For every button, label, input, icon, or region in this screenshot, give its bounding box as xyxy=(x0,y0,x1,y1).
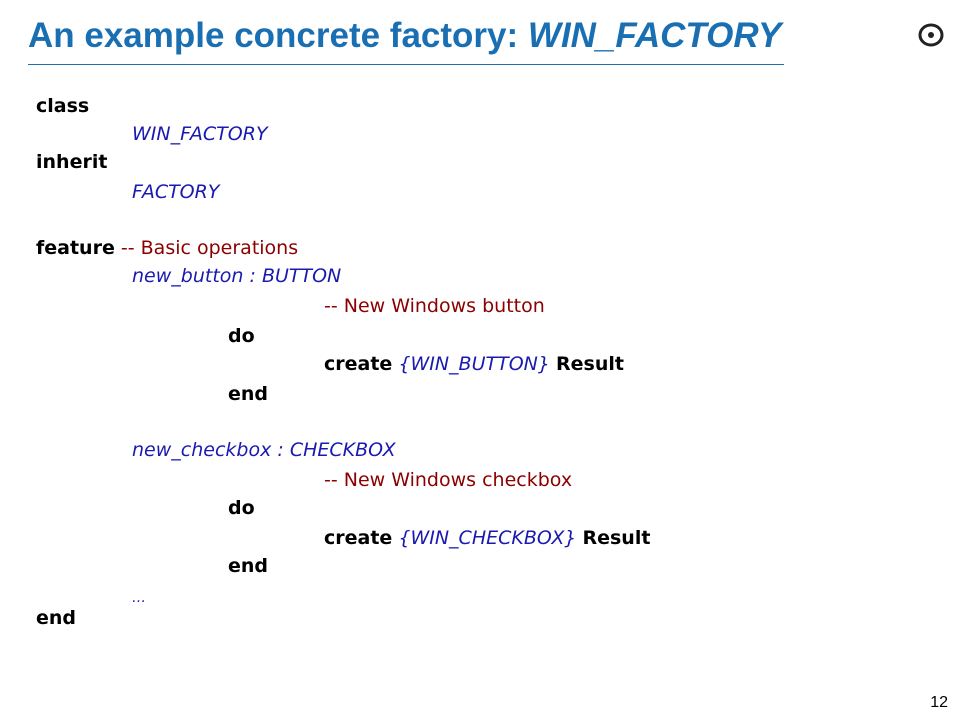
code-line-final-end: end xyxy=(36,604,76,632)
create-type-win-checkbox: WIN_CHECKBOX xyxy=(410,527,565,549)
keyword-do: do xyxy=(228,497,255,519)
code-line-class: class xyxy=(36,92,89,120)
code-line-feature: feature -- Basic operations xyxy=(36,234,298,262)
slide-title: An example concrete factory: WIN_FACTORY xyxy=(28,12,781,60)
brace-close: } xyxy=(537,353,557,375)
code-line-new-checkbox-end: end xyxy=(228,552,268,580)
code-line-parent: FACTORY xyxy=(132,178,219,206)
code-line-new-button-end: end xyxy=(228,380,268,408)
code-line-new-checkbox-comment: -- New Windows checkbox xyxy=(324,466,572,494)
keyword-feature: feature xyxy=(36,237,115,259)
type-separator: : xyxy=(271,439,290,461)
page-number: 12 xyxy=(930,694,948,711)
new-button-comment: -- New Windows button xyxy=(324,295,545,317)
keyword-inherit: inherit xyxy=(36,151,108,173)
keyword-result: Result xyxy=(582,527,651,549)
keyword-create: create xyxy=(324,353,393,375)
create-type-win-button: WIN_BUTTON xyxy=(410,353,538,375)
brace-open: { xyxy=(392,353,411,375)
keyword-do: do xyxy=(228,325,255,347)
brace-close: } xyxy=(564,527,583,549)
feature-new-checkbox-name: new_checkbox xyxy=(132,439,272,461)
keyword-create: create xyxy=(324,527,393,549)
class-name: WIN_FACTORY xyxy=(132,123,268,145)
keyword-result: Result xyxy=(556,353,624,375)
feature-comment: -- Basic operations xyxy=(120,237,299,259)
code-line-new-checkbox-signature: new_checkbox : CHECKBOX xyxy=(132,436,396,464)
code-line-new-button-signature: new_button : BUTTON xyxy=(132,262,341,290)
code-line-new-button-create: create {WIN_BUTTON} Result xyxy=(324,350,624,378)
keyword-class: class xyxy=(36,95,90,117)
eiffel-logo-icon xyxy=(918,23,944,47)
keyword-end: end xyxy=(228,383,269,405)
code-line-new-checkbox-create: create {WIN_CHECKBOX} Result xyxy=(324,524,650,552)
code-line-new-button-comment: -- New Windows button xyxy=(324,292,545,320)
feature-new-button-type: BUTTON xyxy=(261,265,342,287)
code-line-new-checkbox-do: do xyxy=(228,494,255,522)
code-line-inherit: inherit xyxy=(36,148,107,176)
title-underline xyxy=(28,64,784,65)
keyword-end: end xyxy=(228,555,269,577)
ellipsis: … xyxy=(132,590,146,606)
code-line-new-button-do: do xyxy=(228,322,255,350)
feature-new-button-name: new_button xyxy=(132,265,244,287)
brace-open: { xyxy=(392,527,411,549)
type-separator: : xyxy=(243,265,262,287)
parent-class-name: FACTORY xyxy=(132,181,220,203)
slide-title-class: WIN_FACTORY xyxy=(527,16,782,55)
code-line-ellipsis: … xyxy=(132,588,146,608)
feature-new-checkbox-type: CHECKBOX xyxy=(289,439,396,461)
slide-title-prefix: An example concrete factory: xyxy=(28,16,528,55)
new-checkbox-comment: -- New Windows checkbox xyxy=(324,469,573,491)
code-line-class-name: WIN_FACTORY xyxy=(132,120,268,148)
keyword-end: end xyxy=(36,607,77,629)
